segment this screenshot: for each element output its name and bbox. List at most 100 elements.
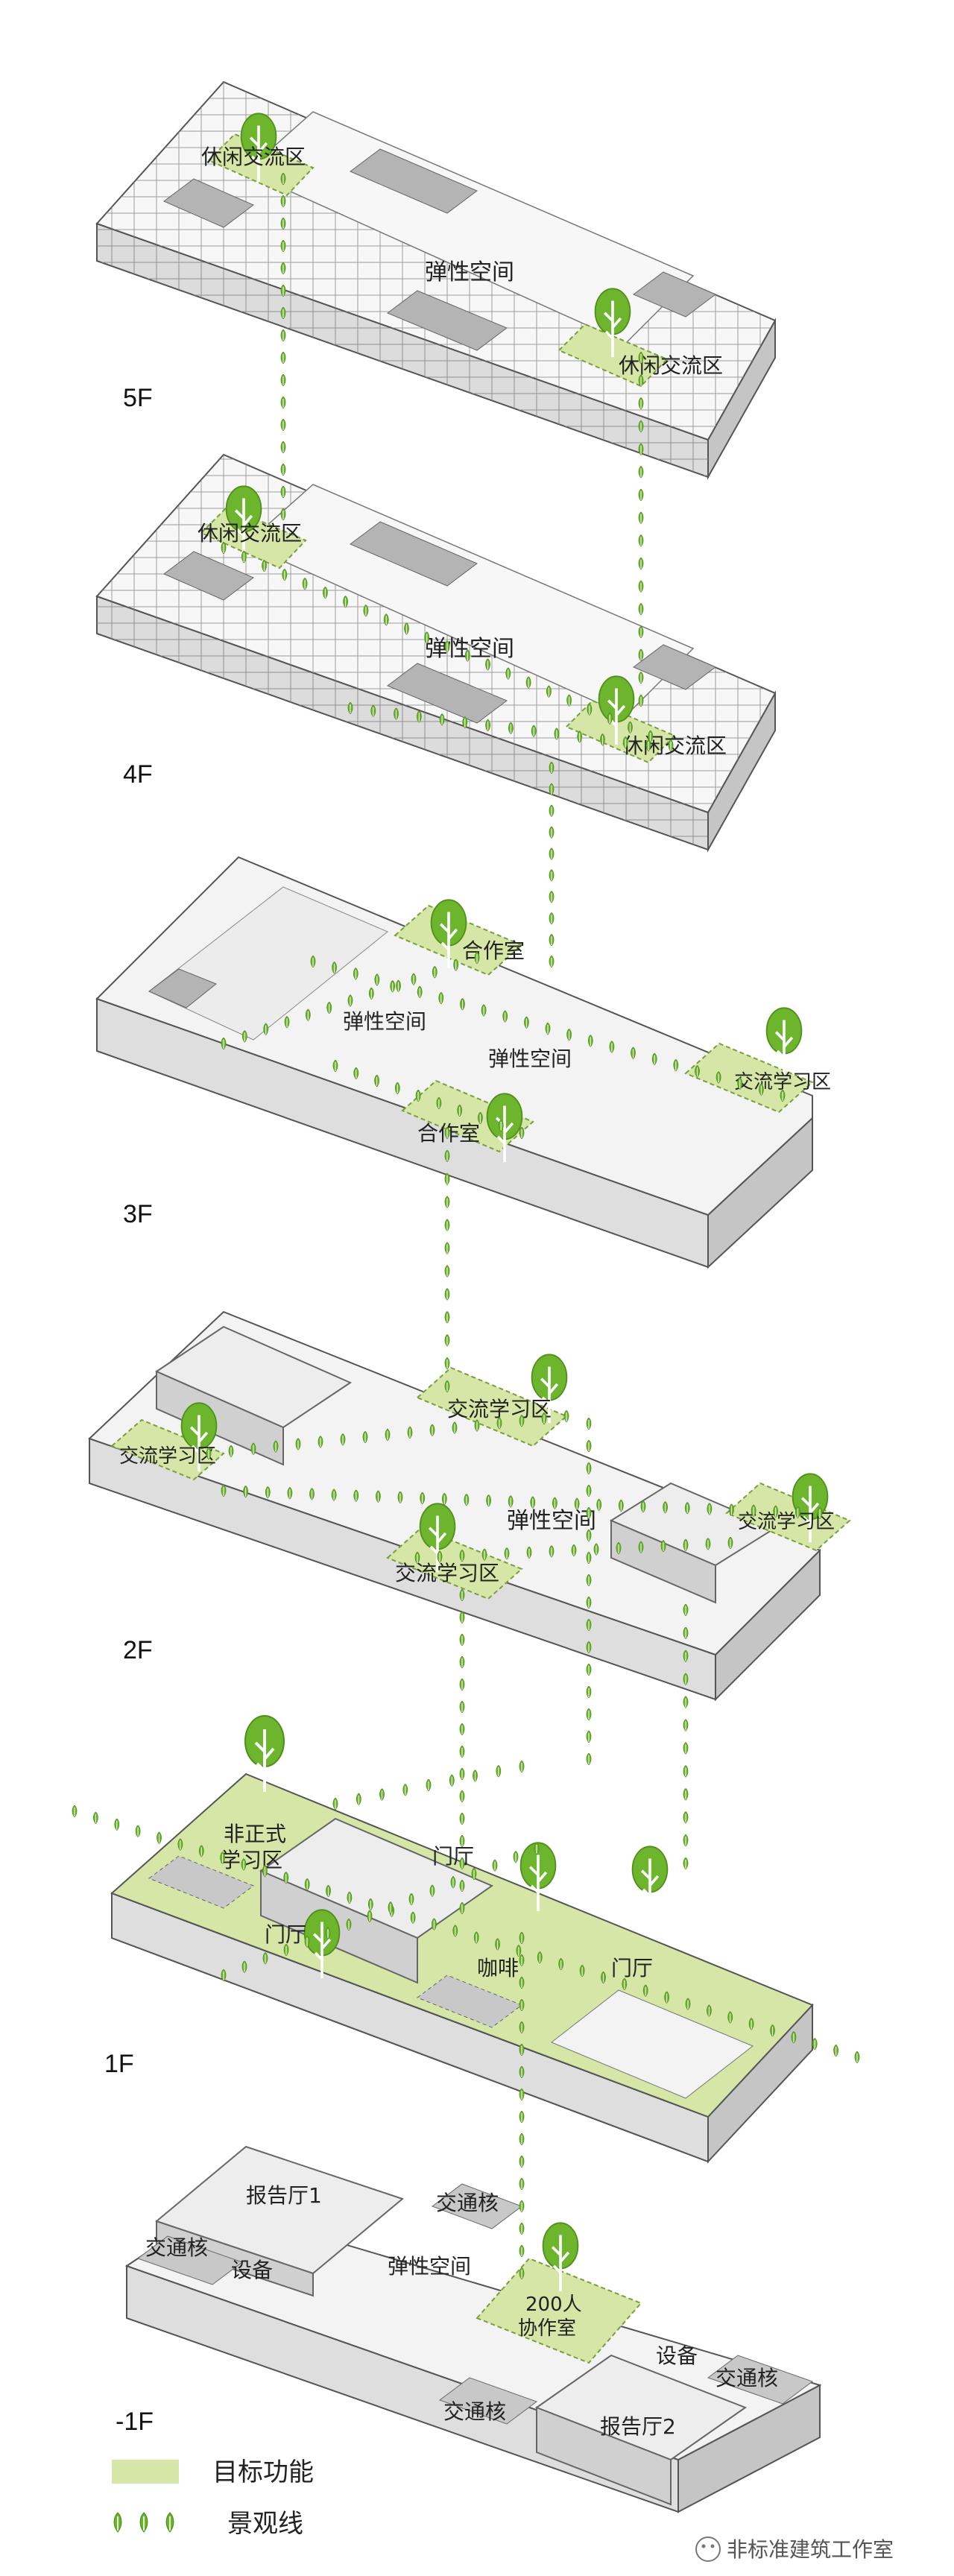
leaf-icon [586, 1753, 592, 1765]
zone-label: 休闲交流区 [201, 145, 306, 169]
zone-label: 咖啡 [477, 1956, 519, 1980]
leaf-icon [549, 912, 555, 925]
zone-label: 交通核 [443, 2399, 506, 2424]
floor-label-2f: 2F [123, 1636, 153, 1664]
floor-3f: 合作室 弹性空间 弹性空间 交流学习区 合作室 [95, 856, 831, 1269]
leaf-icon [519, 2111, 525, 2123]
zone-label: 门厅 [265, 1922, 306, 1947]
zone-label: 交流学习区 [395, 1561, 499, 1585]
zone-label: 非正式 [224, 1822, 286, 1846]
leaf-icon [444, 1357, 450, 1370]
leaf-icon [549, 804, 555, 817]
leaf-icon [459, 1723, 465, 1735]
floor-5f: 休闲交流区 弹性空间 休闲交流区 [95, 80, 777, 480]
leaf-icon [444, 1288, 450, 1301]
leaf-icon [92, 1811, 98, 1824]
leaf-icon [638, 489, 644, 501]
leaf-icon [402, 1784, 408, 1796]
leaf-icon [280, 441, 286, 453]
leaf-icon [549, 869, 555, 882]
leaf-icon [519, 2223, 525, 2235]
tree-icon [631, 1845, 669, 1916]
zone-label: 弹性空间 [388, 2254, 471, 2279]
leaf-icon [638, 580, 644, 593]
zone-label: 休闲交流区 [622, 733, 727, 758]
floor-b1: 报告厅1 交通核 交通核 设备 弹性空间 200人 协作室 设备 交通核 交通核… [124, 2145, 822, 2513]
zone-label: 200人 [525, 2294, 582, 2316]
zone-label: 交流学习区 [119, 1445, 216, 1468]
floor-label-5f: 5F [123, 384, 153, 412]
leaf-icon [549, 934, 555, 947]
leaf-icon [683, 1696, 689, 1708]
leaf-icon [114, 1818, 120, 1831]
leaf-icon [519, 2178, 525, 2190]
leaf-icon [280, 397, 286, 408]
zone-label: 设备 [656, 2343, 698, 2368]
leaf-icon [280, 352, 286, 364]
leaf-icon [563, 1410, 569, 1422]
leaf-icon [519, 2200, 525, 2212]
leaf-icon [683, 1834, 689, 1847]
leaf-icon [683, 1811, 689, 1824]
leaf-icon [444, 1334, 450, 1347]
leaf-icon [444, 1311, 450, 1324]
leaf-icon [72, 1805, 78, 1817]
legend-target-label: 目标功能 [212, 2457, 314, 2487]
leaf-icon [586, 1440, 592, 1452]
leaf-icon [459, 1611, 465, 1623]
legend-landscape-label: 景观线 [227, 2509, 303, 2539]
zone-label: 弹性空间 [425, 259, 514, 285]
leaf-icon [586, 1731, 592, 1743]
leaf-icon [854, 2051, 860, 2063]
leaf-icon [549, 826, 555, 839]
leaf-icon [280, 464, 286, 476]
floor-4f: 休闲交流区 弹性空间 休闲交流区 [95, 453, 777, 853]
leaf-icon [683, 1742, 689, 1755]
leaf-icon [549, 956, 555, 967]
leaf-icon [492, 1859, 498, 1872]
zone-label: 交通核 [436, 2191, 499, 2215]
watermark: 非标准建筑工作室 [695, 2536, 894, 2562]
zone-label: 报告厅2 [600, 2414, 676, 2439]
leaf-icon [444, 1265, 450, 1278]
leaf-icon [135, 1825, 141, 1837]
leaf-icon [280, 374, 286, 386]
zone-label: 休闲交流区 [619, 353, 723, 378]
leaf-icon [586, 1686, 592, 1698]
leaf-icon [444, 1172, 450, 1185]
leaf-icon [638, 466, 644, 479]
leaf-icon [165, 2512, 174, 2533]
leaf-icon [332, 1798, 338, 1810]
leaf-icon [459, 1656, 465, 1668]
leaf-icon [683, 1788, 689, 1801]
leaf-icon [459, 1746, 465, 1758]
leaf-icon [459, 1790, 465, 1802]
leaf-icon [473, 1770, 478, 1782]
floor-label-b1: -1F [116, 2408, 154, 2436]
zone-label: 协作室 [518, 2317, 576, 2340]
leaf-icon [812, 2038, 818, 2051]
zone-label: 报告厅1 [246, 2183, 322, 2208]
legend: 目标功能 景观线 [112, 2457, 314, 2539]
leaf-icon [449, 1774, 455, 1787]
zone-label: 门厅 [611, 1956, 653, 1980]
leaf-icon [113, 2512, 122, 2533]
leaf-icon [459, 1768, 465, 1780]
leaf-icon [549, 891, 555, 903]
leaf-icon [444, 1242, 450, 1254]
leaf-icon [638, 603, 644, 616]
leaf-icon [444, 1196, 450, 1208]
leaf-icon [519, 2133, 525, 2145]
leaf-icon [356, 1793, 361, 1805]
zone-label: 门厅 [432, 1844, 474, 1869]
zone-label: 休闲交流区 [198, 521, 302, 546]
leaf-icon [426, 1779, 432, 1791]
leaf-icon [459, 1701, 465, 1713]
leaf-icon [444, 1219, 450, 1231]
leaf-icon [638, 511, 644, 524]
leaf-icon [638, 534, 644, 547]
zone-label: 设备 [231, 2258, 273, 2282]
zone-label: 交通核 [145, 2235, 208, 2260]
wechat-icon [695, 2536, 721, 2562]
leaf-icon [833, 2045, 839, 2057]
